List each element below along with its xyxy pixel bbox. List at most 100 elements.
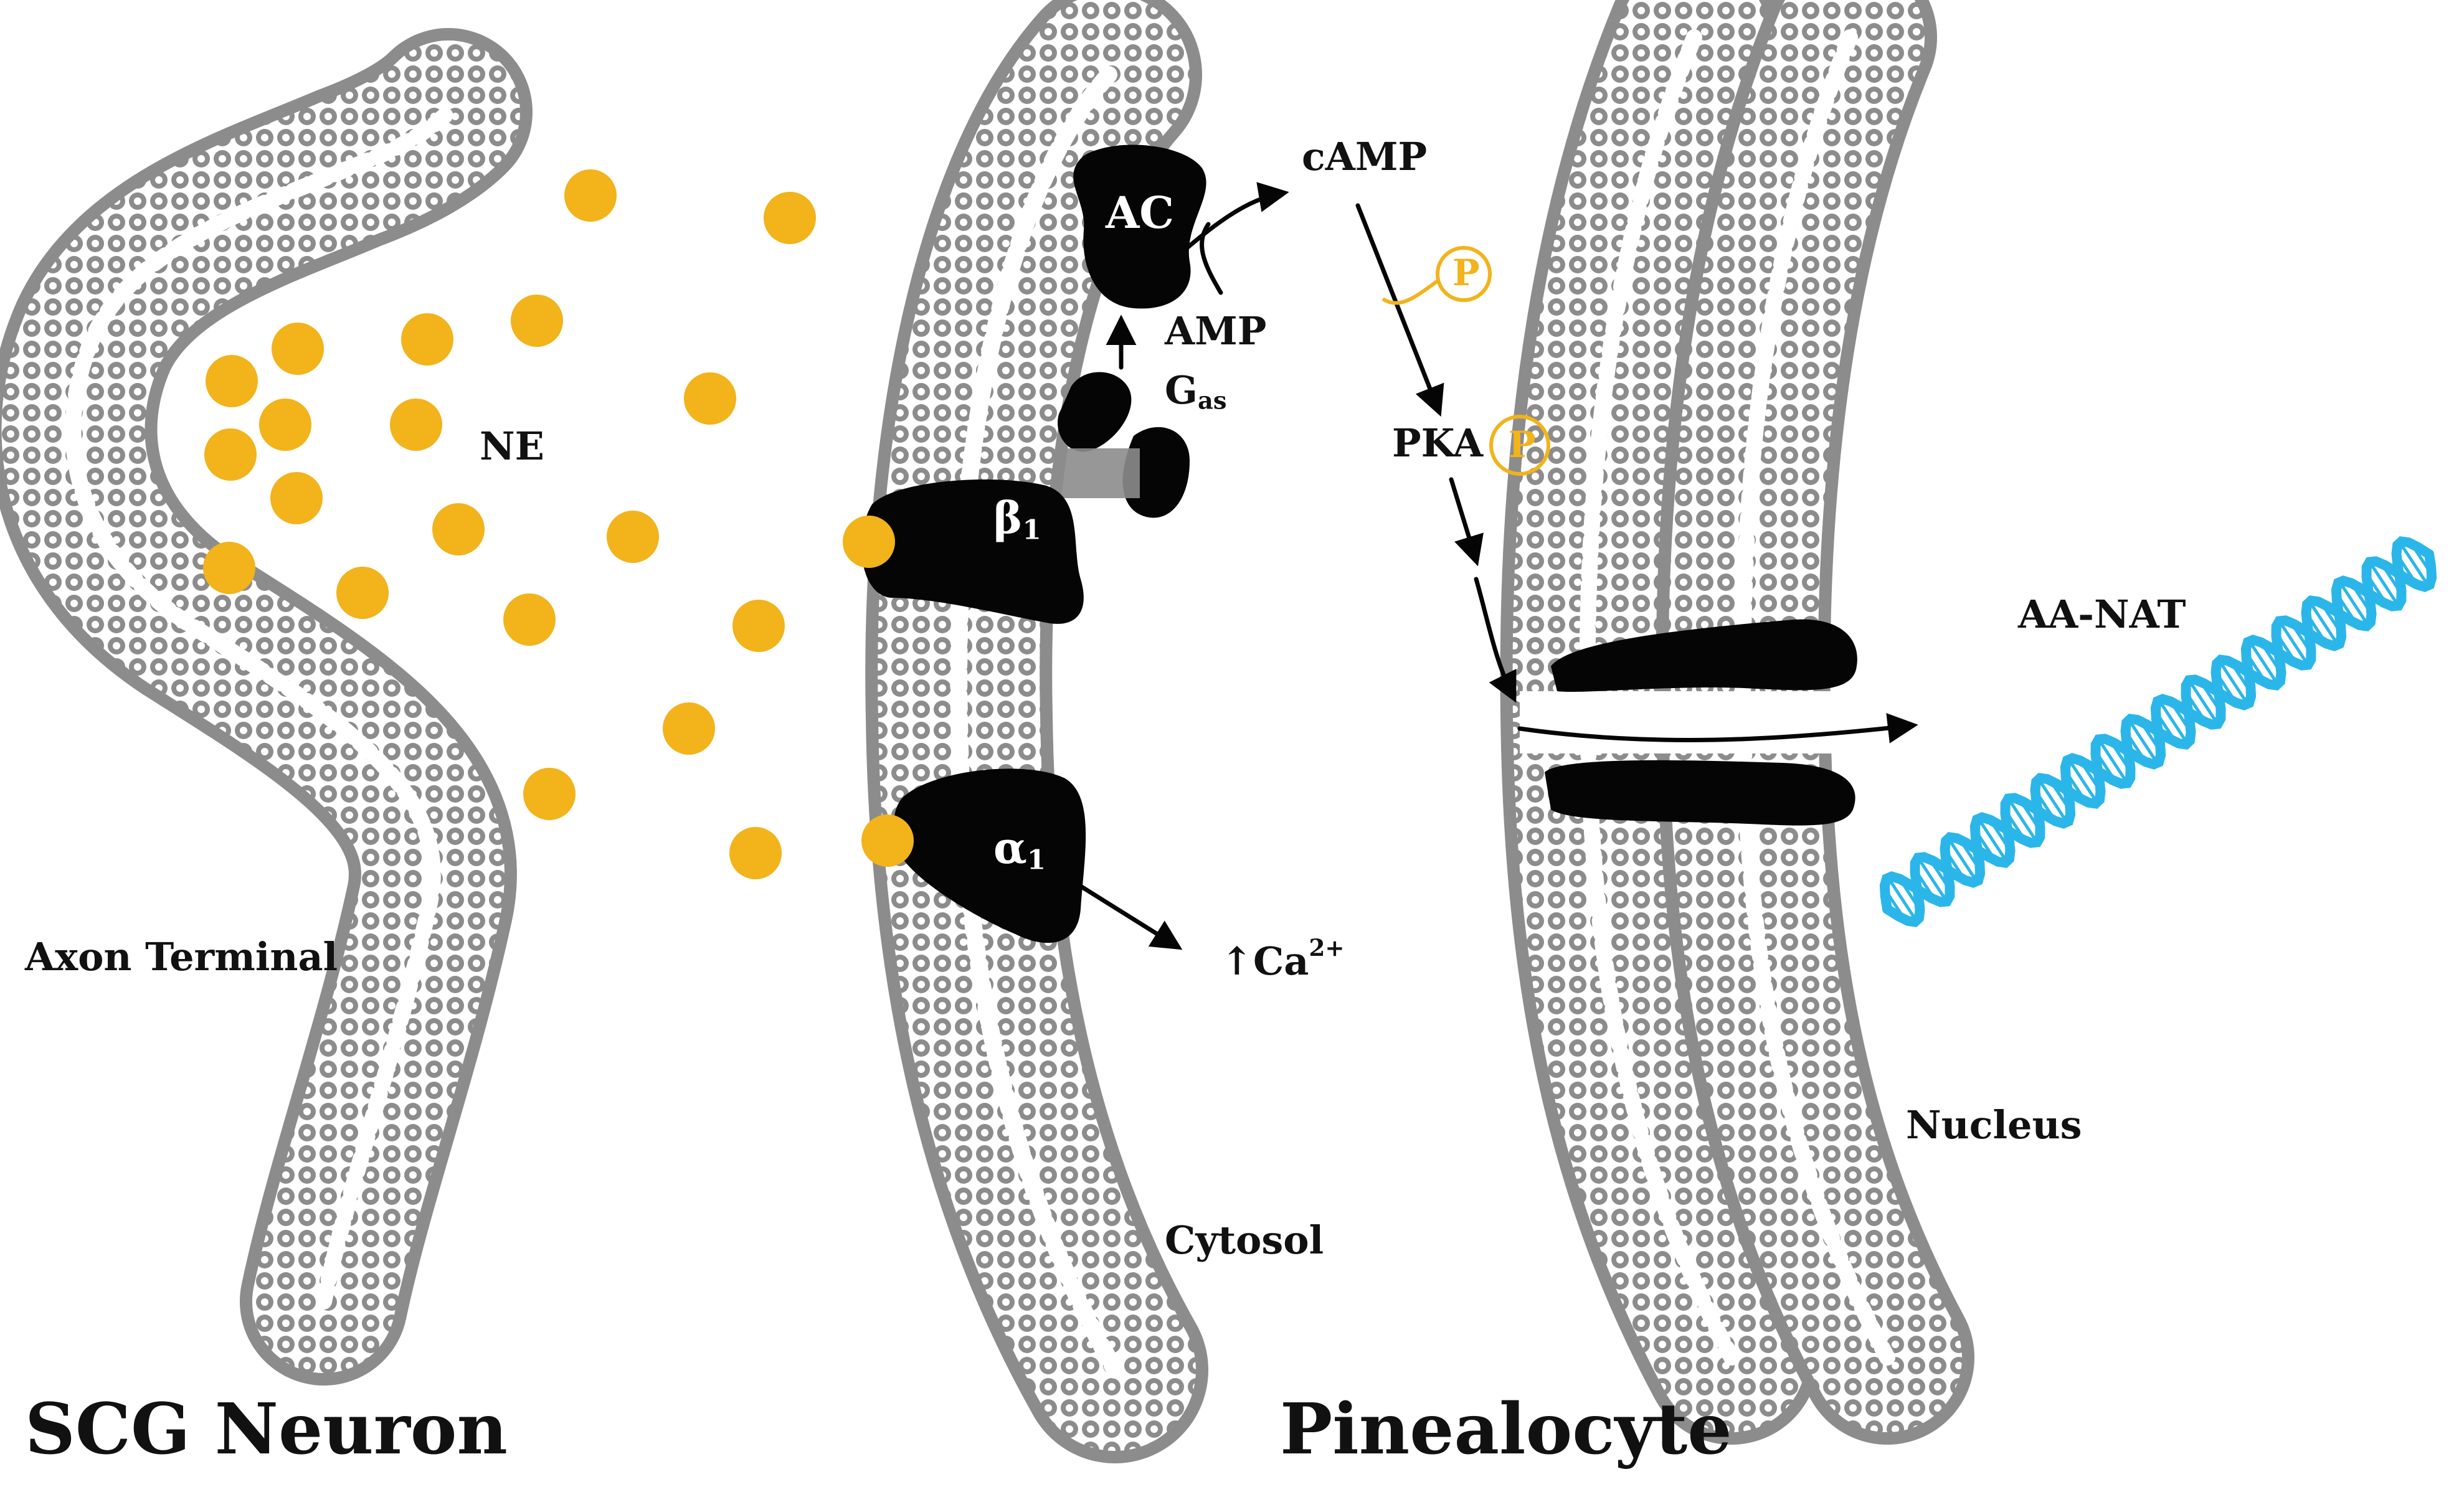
dna-base-pair [1958, 838, 1982, 872]
ne-molecule [764, 192, 816, 244]
ne-molecule [607, 511, 659, 563]
pinealocyte-title: Pinealocyte [1280, 1389, 1732, 1470]
dna-base-pair [2338, 580, 2370, 626]
arrow-ac-to-camp [1168, 182, 1289, 264]
alpha1-label: α1 [993, 822, 1046, 876]
dna-base-pair [2049, 779, 2072, 813]
g-protein-gray-link [1059, 448, 1140, 498]
arrow-camp-to-pka [1355, 203, 1444, 417]
dna-base-pair [2139, 720, 2163, 753]
ne-molecule [272, 323, 324, 375]
calcium-label: ↑Ca2+ [1221, 934, 1345, 984]
dna-base-pair [1943, 848, 1967, 881]
signal-arrows [1075, 182, 1918, 950]
dna-base-pair [2214, 671, 2238, 704]
ne-molecule [336, 567, 389, 619]
dna-base-pair [2398, 541, 2430, 587]
ne-bound-beta1 [843, 516, 895, 568]
dna-base-pair [2094, 750, 2117, 783]
nuclear-pore-gap [1520, 691, 1906, 753]
dna-base-pair [2308, 600, 2339, 646]
dna-base-pair [2158, 699, 2189, 745]
dna-base-pair [1977, 817, 2009, 863]
ne-molecules [203, 169, 816, 879]
dna-base-pair [2187, 679, 2219, 725]
dna-base-pair [2004, 809, 2027, 842]
dna-base-pair [1988, 819, 2012, 852]
dna-base-pair [2349, 582, 2373, 615]
dna-base-pair [1898, 878, 1921, 911]
axon-terminal-label: Axon Terminal [25, 934, 338, 980]
dna-base-pair [2410, 542, 2433, 576]
ne-molecule [511, 295, 563, 347]
phosphate-free [1381, 246, 1492, 305]
dna-base-pair [2184, 691, 2207, 724]
dna-base-pair [2169, 701, 2192, 734]
arrow-through-pore [1517, 713, 1918, 744]
dna-base-pair [2109, 740, 2132, 773]
dna-base-pair [2034, 789, 2057, 822]
dna-base-pair [2199, 681, 2222, 714]
phosphate-pka-letter: P [1509, 423, 1536, 466]
ne-molecule [432, 503, 485, 555]
dna-base-pair [2305, 611, 2328, 644]
dna-base-pair [2007, 798, 2039, 843]
ne-molecule [204, 428, 257, 481]
axon-terminal-membrane [0, 28, 533, 1386]
amp-label: AMP [1165, 308, 1267, 354]
dna-base-pair [2395, 552, 2419, 585]
dna-base-pair [2319, 602, 2343, 635]
pka-label: PKA [1392, 420, 1484, 466]
ne-molecule [259, 399, 311, 451]
dna-base-pair [1946, 837, 1978, 883]
dna-base-pair [2365, 572, 2388, 605]
dna-base-pair [2380, 562, 2403, 595]
dna-base-pair [2064, 769, 2087, 803]
camp-label: cAMP [1302, 134, 1428, 179]
g-alpha-s-label: Gas [1165, 367, 1227, 415]
arrow-alpha1-to-ca [1075, 882, 1183, 950]
dna-base-pair [2259, 641, 2283, 674]
dna-base-pair [2124, 730, 2148, 763]
ne-molecule [270, 472, 323, 524]
dna-base-pair [2244, 651, 2268, 684]
arrow-amp-curve [1200, 222, 1223, 295]
ne-molecule [564, 169, 617, 222]
nuclear-pore-upper [1551, 619, 1857, 692]
arrow-pka-to-pore-1 [1449, 477, 1484, 567]
dna-base-pair [2248, 640, 2280, 686]
dna-base-pair [2154, 710, 2177, 744]
phosphate-free-letter: P [1452, 252, 1480, 294]
dna-base-pair [2275, 631, 2298, 664]
scg-neuron-title: SCG Neuron [25, 1389, 508, 1470]
ne-molecule [729, 827, 782, 879]
dna-base-pair [2229, 661, 2253, 694]
ac-label: AC [1106, 187, 1175, 238]
dna-base-pair [1917, 857, 1948, 902]
arrow-pka-to-pore-2 [1474, 577, 1517, 703]
cytosol-label: Cytosol [1165, 1217, 1324, 1263]
dna-helix-icon [1879, 536, 2437, 927]
dna-base-pair [1883, 887, 1907, 921]
ne-molecule [203, 542, 255, 594]
beta1-receptor [861, 479, 1084, 624]
ne-bound-alpha1 [861, 814, 914, 867]
ne-molecule [503, 593, 556, 646]
ne-molecule [206, 355, 258, 407]
dna-base-pair [2217, 659, 2249, 706]
dna-strand [1879, 549, 2437, 914]
aa-nat-label: AA-NAT [2018, 592, 2186, 637]
nuclear-pore-lower [1545, 760, 1855, 826]
alpha1-receptor [894, 768, 1086, 943]
plasma-membrane [865, 0, 1208, 1463]
dna-base-pair [2368, 561, 2400, 607]
g-protein-alpha [1058, 372, 1132, 452]
beta1-label: β1 [993, 492, 1041, 546]
dna-base-pair [1913, 868, 1936, 901]
ne-molecule [663, 702, 715, 755]
ne-molecule [401, 313, 453, 366]
dna-base-pair [1928, 858, 1951, 891]
ne-molecule [390, 399, 442, 451]
dna-base-pair [2278, 620, 2310, 666]
